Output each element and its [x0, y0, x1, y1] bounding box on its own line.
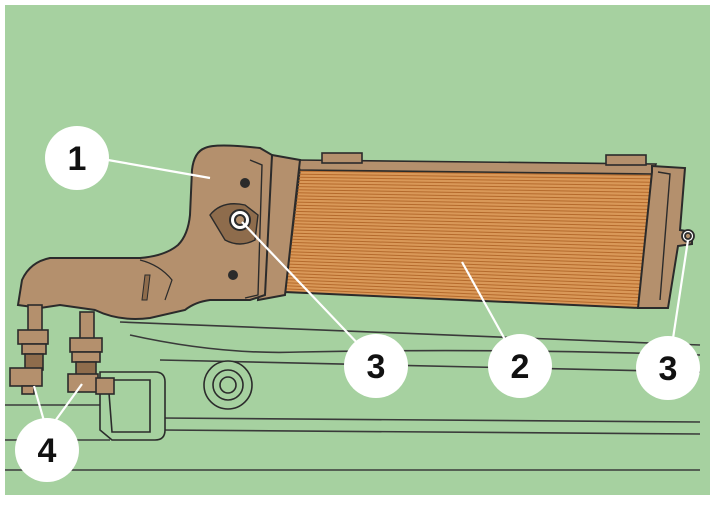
fin-line: [289, 251, 644, 265]
fin-line: [290, 241, 645, 255]
fin-line: [293, 220, 647, 231]
hose-fitting-icon: [67, 311, 115, 395]
fin-line: [293, 223, 647, 234]
fin-line: [289, 257, 644, 272]
callout-3-right: 3: [636, 336, 700, 400]
fin-line: [296, 195, 650, 204]
callout-1: 1: [45, 126, 109, 190]
fin-line: [290, 248, 645, 261]
fin-line: [296, 192, 650, 200]
fin-line: [292, 229, 647, 241]
fin-line: [298, 176, 652, 183]
fin-line: [289, 254, 644, 268]
fin-line: [296, 198, 650, 207]
fin-line: [286, 279, 642, 295]
fin-line: [293, 217, 648, 227]
fin-line: [299, 170, 652, 176]
fin-line: [287, 269, 643, 285]
fin-line: [287, 272, 642, 289]
leader-line-2: [461, 261, 509, 346]
fin-line: [298, 179, 651, 187]
chassis-round-boss: [203, 360, 253, 410]
callout-label-4: 4: [38, 432, 57, 470]
chassis-bracket: [99, 371, 166, 441]
cooler-core: [283, 166, 654, 310]
callout-3-left: 3: [344, 334, 408, 398]
fin-line: [295, 207, 649, 217]
fin-line: [285, 285, 641, 302]
fin-line: [297, 189, 650, 197]
callout-4: 4: [15, 418, 79, 482]
fin-line: [292, 226, 647, 238]
fin-line: [295, 201, 649, 210]
cooler-right-tank: [636, 164, 693, 309]
fin-line: [286, 276, 642, 292]
fin-line: [294, 210, 648, 221]
leader-line-1: [107, 158, 211, 180]
leader-line-3a: [241, 221, 363, 349]
fin-line: [294, 214, 648, 224]
callout-2: 2: [488, 334, 552, 398]
leader-line-3b: [670, 239, 690, 346]
callout-label-2: 2: [511, 348, 530, 386]
callout-label-1: 1: [68, 140, 87, 178]
fin-line: [295, 204, 649, 214]
fin-line: [299, 173, 652, 180]
callout-label-3-left: 3: [367, 348, 386, 386]
cooler-top-rail: [294, 152, 658, 175]
fin-line: [297, 186, 651, 193]
fin-line: [291, 235, 646, 248]
fin-line: [285, 288, 641, 306]
callout-label-3-right: 3: [659, 350, 678, 388]
hose-fitting-icon: [9, 304, 49, 395]
fin-line: [291, 238, 646, 251]
fin-line: [288, 263, 643, 278]
fin-line: [286, 282, 641, 299]
cooler-fins: [285, 170, 652, 306]
fin-line: [290, 245, 645, 258]
fin-line: [292, 232, 646, 244]
fin-line: [287, 266, 643, 282]
fin-line: [298, 183, 651, 190]
